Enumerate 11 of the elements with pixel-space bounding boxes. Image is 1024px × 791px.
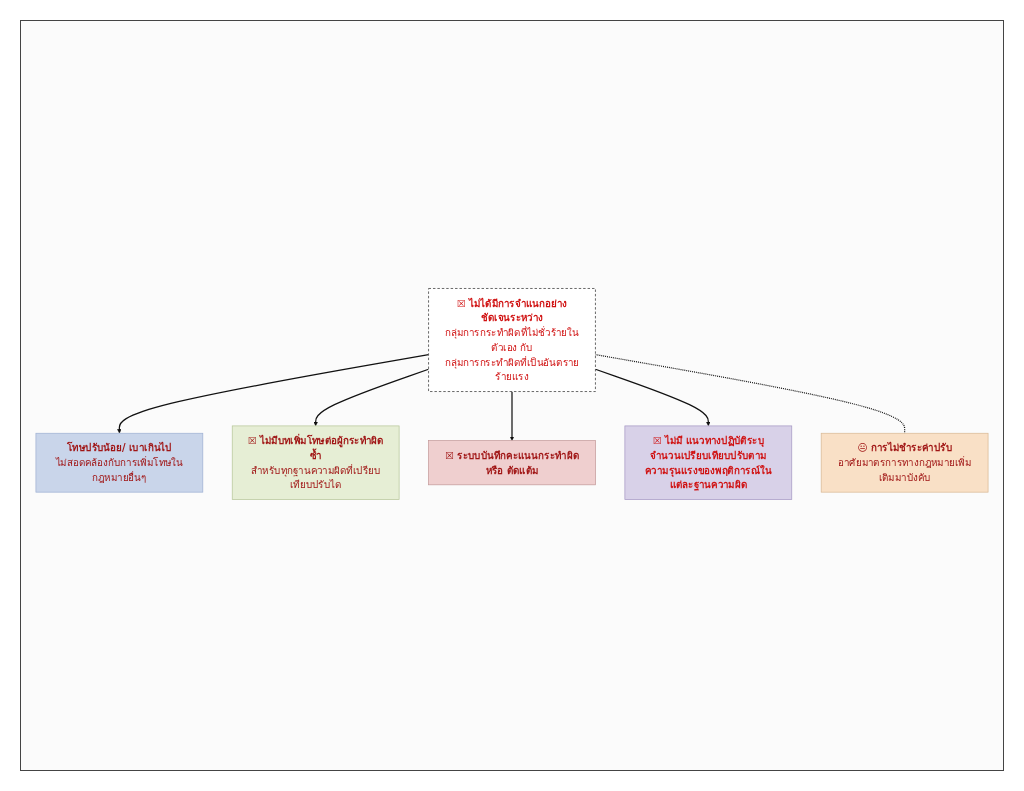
node-box: ☒ ไม่มีบทเพิ่มโทษต่อผู้กระทำผิดซ้ำ สำหรับทุกฐานความผิดที่เปรียบเทียบปรับได (231, 425, 400, 500)
arrow (117, 353, 430, 433)
connector (594, 353, 906, 434)
node-box: ☒ ไม่ได้มีการจำแนกอย่างชัดเจนระหว่าง กลุ่มการกระทำผิดที่ไม่ชั่วร้ายในตัวเอง กับ กลุ่มการกระทำผิดที่เป็นอันตรายร้ายแรง (428, 287, 596, 392)
arrow (594, 368, 711, 426)
node-box: ☒ ไม่มี แนวทางปฏิบัติระบุจำนวนเปรียบเทียบปรับตามความรุนแรงของพฤติการณ์ในแต่ละฐานความผิด (624, 425, 793, 500)
node-box: ☒ ระบบบันทึกคะแนนกระทำผิดหรือ ตัดแต้ม (428, 439, 596, 485)
arrow (313, 368, 430, 426)
node-box: 😐 การไม่ชำระค่าปรับ อาศัยมาตรการทางกฎหมายเพิ่มเติมมาบังคับ (820, 432, 989, 493)
arrow (509, 390, 515, 441)
node-box: โทษปรับน้อย/ เบาเกินไป ไม่สอดคล้องกับการเพิ่มโทษในกฎหมายอื่นๆ (35, 432, 204, 493)
